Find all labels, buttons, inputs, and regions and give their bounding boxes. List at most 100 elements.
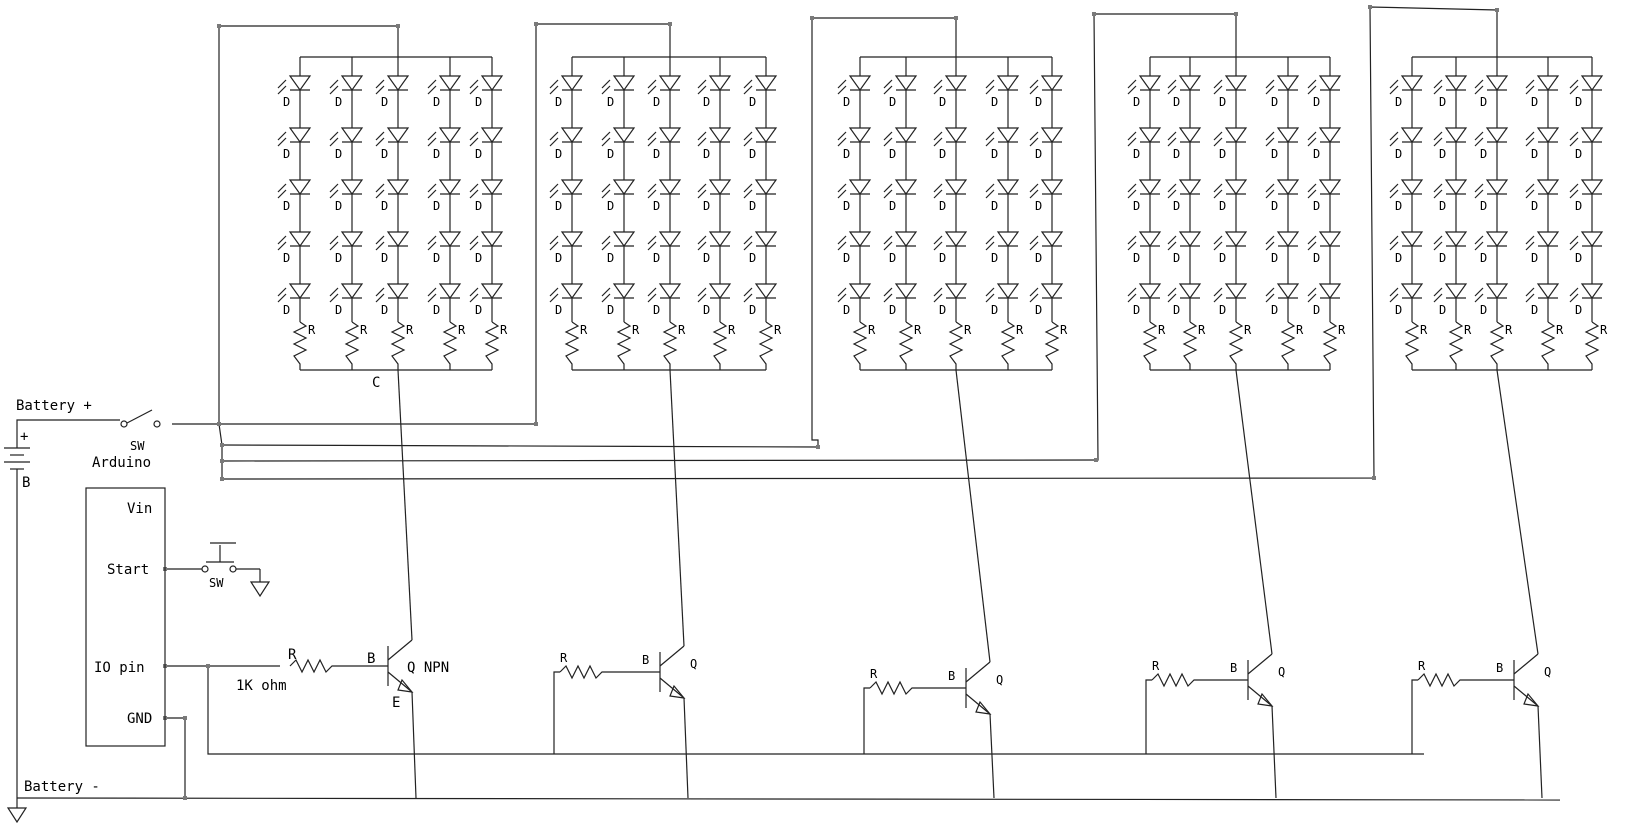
led-ref-label: D — [1480, 95, 1487, 109]
led-diode: D — [647, 283, 682, 322]
led-diode: D — [469, 283, 504, 322]
led-diode: D — [1569, 231, 1604, 284]
led-ref-label: D — [433, 147, 440, 161]
led-ref-label: D — [607, 95, 614, 109]
led-resistor: R — [1322, 321, 1346, 370]
led-diode: D — [1127, 231, 1162, 284]
led-diode: D — [1389, 283, 1424, 322]
ground-icon — [6, 802, 28, 824]
stage-resistor-label: R — [560, 651, 568, 665]
led-diode: D — [1433, 283, 1468, 322]
led-diode: D — [277, 70, 312, 128]
resistor-ref-label: R — [868, 323, 876, 337]
led-diode: D — [1474, 179, 1509, 232]
led-ref-label: D — [653, 147, 660, 161]
resistor-ref-label: R — [964, 323, 972, 337]
led-ref-label: D — [555, 199, 562, 213]
led-diode: D — [883, 283, 918, 322]
led-diode: D — [1213, 231, 1248, 284]
resistor-ref-label: R — [1060, 323, 1068, 337]
power-switch: SW — [120, 409, 161, 453]
led-ref-label: D — [283, 199, 290, 213]
junction-dot — [220, 477, 224, 481]
resistor-ref-label: R — [678, 323, 686, 337]
led-diode: D — [375, 179, 410, 232]
led-diode: D — [1389, 231, 1424, 284]
led-ref-label: D — [843, 199, 850, 213]
led-ref-label: D — [843, 303, 850, 317]
led-resistor: R — [292, 321, 316, 370]
led-ref-label: D — [1173, 95, 1180, 109]
stage-base-label: B — [948, 669, 955, 683]
led-ref-label: D — [607, 199, 614, 213]
led-ref-label: D — [1439, 303, 1446, 317]
led-ref-label: D — [653, 251, 660, 265]
led-diode: D — [549, 179, 584, 232]
resistor-ref-label: R — [406, 323, 414, 337]
led-ref-label: D — [475, 199, 482, 213]
led-ref-label: D — [335, 95, 342, 109]
led-ref-label: D — [1575, 95, 1582, 109]
resistor-ref-label: R — [1420, 323, 1428, 337]
led-ref-label: D — [475, 251, 482, 265]
led-diode: D — [1307, 70, 1342, 128]
led-diode: D — [647, 179, 682, 232]
led-ref-label: D — [335, 147, 342, 161]
resistor-ref-label: R — [1198, 323, 1206, 337]
led-ref-label: D — [653, 95, 660, 109]
led-diode: D — [883, 179, 918, 232]
start-pushbutton: SW — [201, 542, 271, 598]
led-ref-label: D — [653, 303, 660, 317]
led-ref-label: D — [1035, 147, 1042, 161]
led-diode: D — [1525, 283, 1560, 322]
led-ref-label: D — [1531, 251, 1538, 265]
led-ref-label: D — [433, 251, 440, 265]
led-ref-label: D — [889, 251, 896, 265]
led-ref-label: D — [939, 251, 946, 265]
resistor-ref-label: R — [1158, 323, 1166, 337]
led-diode: D — [1127, 283, 1162, 322]
led-diode: D — [837, 283, 872, 322]
led-diode: D — [1433, 179, 1468, 232]
led-diode: D — [743, 127, 778, 180]
led-ref-label: D — [1313, 199, 1320, 213]
led-diode: D — [647, 231, 682, 284]
led-ref-label: D — [1133, 251, 1140, 265]
resistor-ref-label: R — [1338, 323, 1346, 337]
led-diode: D — [427, 283, 462, 322]
led-diode: D — [329, 70, 364, 128]
led-resistor: R — [564, 321, 588, 370]
led-resistor: R — [442, 321, 466, 370]
junction-dot — [1094, 458, 1098, 462]
led-ref-label: D — [1395, 199, 1402, 213]
stage-base-label: B — [642, 653, 649, 667]
battery-plus-sign: + — [20, 429, 28, 445]
led-ref-label: D — [1313, 95, 1320, 109]
led-ref-label: D — [749, 303, 756, 317]
led-diode: D — [1029, 70, 1064, 128]
led-diode: D — [697, 283, 732, 322]
led-diode: D — [1167, 231, 1202, 284]
transistor-stage-1 — [289, 369, 417, 799]
arduino-title: Arduino — [92, 455, 151, 471]
resistor-ref-label: R — [1505, 323, 1513, 337]
arduino-pin-gnd: GND — [127, 711, 152, 727]
led-diode: D — [647, 70, 682, 128]
stage-transistor-label: Q — [996, 673, 1003, 687]
led-ref-label: D — [939, 199, 946, 213]
led-diode: D — [883, 231, 918, 284]
led-ref-label: D — [991, 199, 998, 213]
led-diode: D — [549, 283, 584, 322]
resistor-ref-label: R — [914, 323, 922, 337]
led-diode: D — [469, 179, 504, 232]
led-ref-label: D — [703, 199, 710, 213]
led-diode: D — [1213, 127, 1248, 180]
resistor-ref-label: R — [1464, 323, 1472, 337]
led-diode: D — [1389, 70, 1424, 128]
led-ref-label: D — [889, 95, 896, 109]
led-ref-label: D — [1133, 303, 1140, 317]
junction-dot — [1372, 476, 1376, 480]
stage-base-label: B — [1230, 661, 1237, 675]
